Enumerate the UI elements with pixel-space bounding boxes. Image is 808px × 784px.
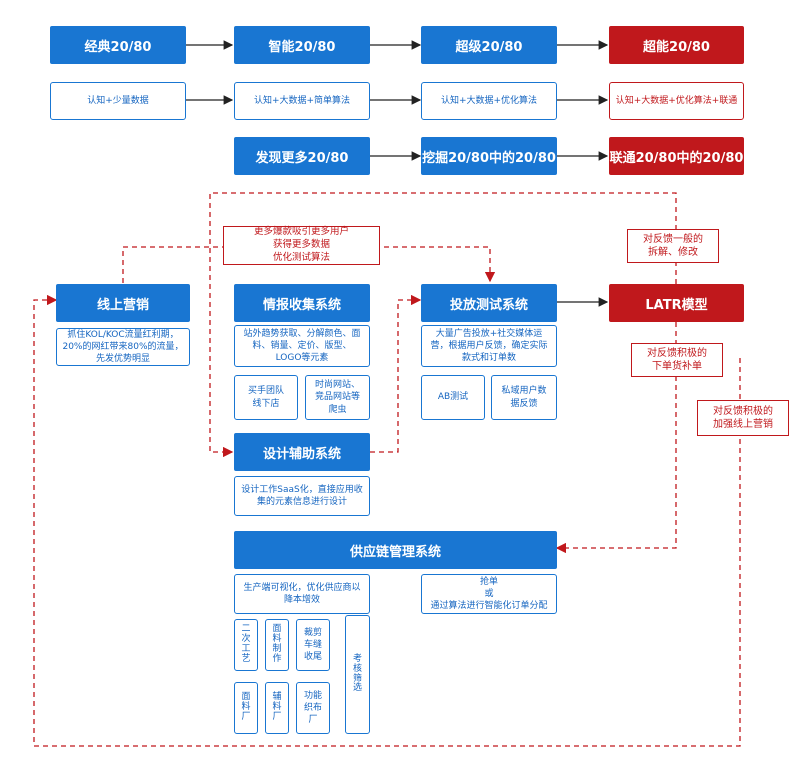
loop-latr-to-supply	[555, 322, 677, 554]
intel-buyer-team: 买手团队 线下店	[234, 375, 298, 420]
design-assist-box: 设计辅助系统	[234, 433, 370, 471]
cell-evaluation-screening: 考 核 筛 选	[345, 615, 370, 734]
cell-cut-sew-finish: 裁剪 车缝 收尾	[296, 619, 330, 671]
supply-chain-desc-left: 生产端可视化，优化供应商以降本增效	[234, 574, 370, 614]
intel-collection-desc: 站外趋势获取、分解颜色、面料、销量、定价、版型、LOGO等元素	[234, 325, 370, 367]
latr-note-order: 对反馈积极的 下单货补单	[631, 343, 723, 377]
supply-chain-box: 供应链管理系统	[234, 531, 557, 569]
loop-design-to-test	[370, 294, 422, 453]
cell-functional-weaving: 功能 织布 厂	[296, 682, 330, 734]
discover-more-box: 发现更多20/80	[234, 137, 370, 175]
classic-2080-box: 经典20/80	[50, 26, 186, 64]
loop-latr-to-marketing	[33, 294, 741, 747]
cell-accessory-factory: 辅 料 厂	[265, 682, 289, 734]
loop-latr-to-design	[209, 192, 677, 458]
cognition-bigdata-simple-box: 认知+大数据+简单算法	[234, 82, 370, 120]
super-2080-box: 超级20/80	[421, 26, 557, 64]
online-marketing-box: 线上营销	[56, 284, 190, 322]
design-assist-desc: 设计工作SaaS化，直接应用收集的元素信息进行设计	[234, 476, 370, 516]
mine-2080-box: 挖掘20/80中的20/80	[421, 137, 557, 175]
cell-fabric-factory: 面 料 厂	[234, 682, 258, 734]
cell-fabric-making: 面 料 制 作	[265, 619, 289, 671]
test-launch-desc: 大量广告投放+社交媒体运营，根据用户反馈，确定实际款式和订单数	[421, 325, 557, 367]
test-private-feedback: 私域用户数 据反馈	[491, 375, 557, 420]
latr-note-general: 对反馈一般的 拆解、修改	[627, 229, 719, 263]
intel-crawler: 时尚网站、 竞品网站等 爬虫	[305, 375, 370, 420]
intel-collection-box: 情报收集系统	[234, 284, 370, 322]
smart-2080-box: 智能20/80	[234, 26, 370, 64]
cognition-small-data-box: 认知+少量数据	[50, 82, 186, 120]
test-launch-box: 投放测试系统	[421, 284, 557, 322]
test-ab-testing: AB测试	[421, 375, 485, 420]
latr-model-box: LATR模型	[609, 284, 744, 322]
center-feedback-note: 更多爆款吸引更多用户 获得更多数据 优化测试算法	[223, 226, 380, 265]
hyper-2080-box: 超能20/80	[609, 26, 744, 64]
cell-secondary-process: 二 次 工 艺	[234, 619, 258, 671]
connect-2080-box: 联通20/80中的20/80	[609, 137, 744, 175]
cognition-bigdata-connected-box: 认知+大数据+优化算法+联通	[609, 82, 744, 120]
cognition-bigdata-optimized-box: 认知+大数据+优化算法	[421, 82, 557, 120]
online-marketing-desc: 抓住KOL/KOC流量红利期，20%的网红带来80%的流量，先发优势明显	[56, 328, 190, 366]
latr-note-marketing: 对反馈积极的 加强线上营销	[697, 400, 789, 436]
supply-chain-desc-right: 抢单 或 通过算法进行智能化订单分配	[421, 574, 557, 614]
